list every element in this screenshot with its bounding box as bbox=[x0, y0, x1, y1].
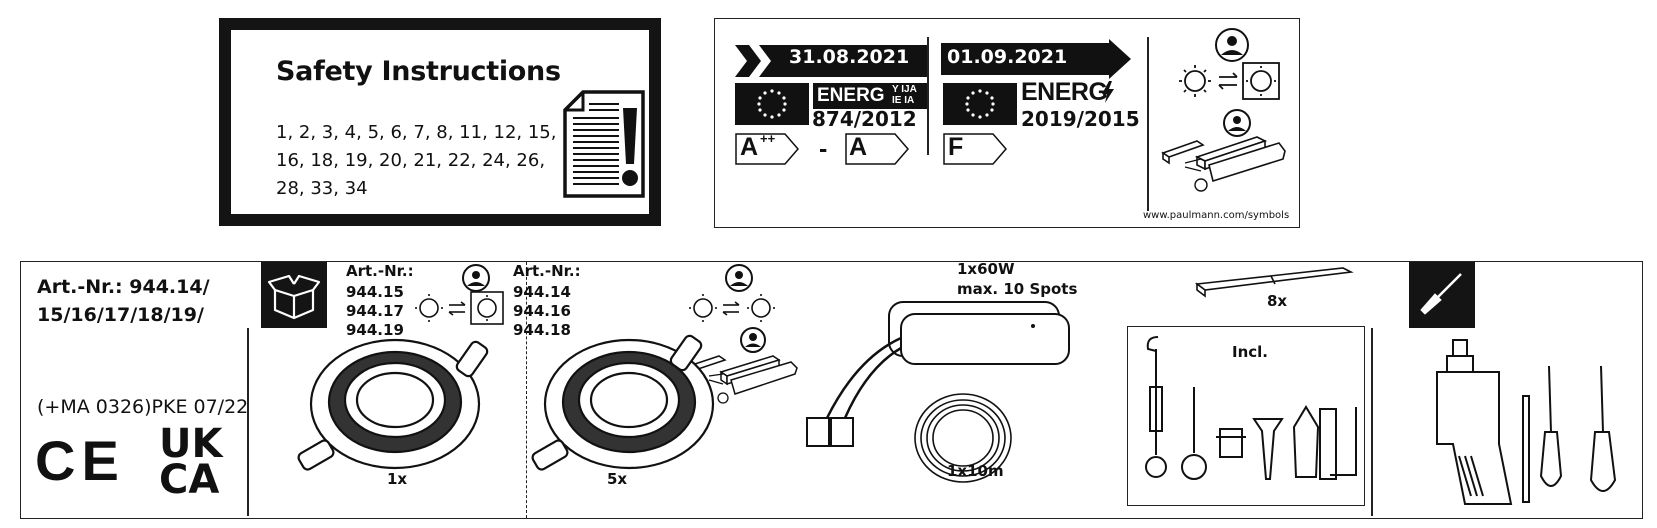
set1-art-number: 944.15 bbox=[346, 283, 404, 301]
included-label: Incl. bbox=[1232, 343, 1268, 361]
energy-label-box: 31.08.2021 ENERG Y IJA IE IA 874/2012 A … bbox=[714, 18, 1300, 228]
set1-qty: 1x bbox=[387, 470, 408, 488]
recessed-spot-icon bbox=[531, 334, 715, 471]
set2-art-label: Art.-Nr.: bbox=[513, 262, 581, 280]
class-from-sup: ++ bbox=[760, 131, 776, 146]
set1-art-label: Art.-Nr.: bbox=[346, 262, 414, 280]
ukca-top: UK bbox=[159, 421, 223, 467]
class-dash: - bbox=[819, 135, 828, 163]
lamp-exchange-icon bbox=[689, 264, 775, 322]
drill-icon bbox=[1436, 339, 1617, 505]
old-label-date: 31.08.2021 bbox=[789, 46, 910, 68]
set1-art-number: 944.19 bbox=[346, 321, 404, 339]
new-energ-label: ENERG bbox=[1021, 78, 1108, 106]
product-code: (+MA 0326)PKE 07/22 bbox=[37, 396, 249, 418]
set2-art-number: 944.14 bbox=[513, 283, 571, 301]
arrow-right-icon bbox=[735, 45, 927, 77]
eu-flag-icon bbox=[735, 83, 809, 125]
divider bbox=[247, 328, 249, 516]
mounting-clip-icon bbox=[1194, 267, 1354, 298]
old-energ-label: ENERG bbox=[817, 85, 885, 106]
class-arrow-box bbox=[943, 133, 1007, 165]
safety-title: Safety Instructions bbox=[276, 56, 561, 87]
class-from-base: A bbox=[740, 133, 759, 161]
driver-connector-icon bbox=[687, 327, 798, 404]
recessed-spot-icon bbox=[297, 338, 489, 471]
hardware-set-icon bbox=[1145, 336, 1357, 480]
set2-art-number: 944.16 bbox=[513, 302, 571, 320]
product-info-box: Art.-Nr.: 944.14/ 15/16/17/18/19/ (+MA 0… bbox=[20, 260, 1643, 519]
eu-flag-icon bbox=[943, 83, 1017, 125]
divider bbox=[927, 37, 929, 155]
new-label-date: 01.09.2021 bbox=[947, 46, 1068, 68]
ukca-mark: UK CA bbox=[159, 421, 223, 503]
old-regulation: 874/2012 bbox=[812, 107, 917, 131]
energ-sub-top: Y IJA bbox=[892, 84, 917, 95]
document-warning-icon bbox=[563, 90, 645, 198]
led-driver-icon bbox=[806, 301, 1070, 483]
driver-spots: max. 10 Spots bbox=[957, 280, 1078, 298]
included-hardware-box: Incl. bbox=[1127, 326, 1365, 506]
class-arrow-box bbox=[735, 133, 799, 165]
safety-line-2: 16, 18, 19, 20, 21, 22, 24, 26, bbox=[276, 150, 546, 171]
divider bbox=[1147, 37, 1149, 211]
lamp-exchange-icon bbox=[1179, 28, 1280, 100]
driver-power: 1x60W bbox=[957, 260, 1015, 278]
old-energy-header: ENERG Y IJA IE IA bbox=[735, 83, 927, 125]
new-regulation: 2019/2015 bbox=[1021, 107, 1140, 131]
new-class: F bbox=[948, 133, 964, 161]
lamp-exchange-icon bbox=[415, 264, 504, 325]
art-nr-title-2: 15/16/17/18/19/ bbox=[37, 304, 204, 326]
cable-length: 1x10m bbox=[947, 462, 1004, 480]
safety-line-1: 1, 2, 3, 4, 5, 6, 7, 8, 11, 12, 15, bbox=[276, 122, 557, 143]
clips-qty: 8x bbox=[1267, 292, 1288, 310]
screwdriver-icon bbox=[1409, 262, 1475, 328]
safety-line-3: 28, 33, 34 bbox=[276, 178, 368, 199]
ukca-bottom: CA bbox=[159, 457, 220, 503]
class-to: A bbox=[849, 133, 868, 161]
art-nr-title: Art.-Nr.: 944.14/ bbox=[37, 276, 210, 298]
package-icon bbox=[261, 262, 327, 328]
symbols-url[interactable]: www.paulmann.com/symbols bbox=[1143, 210, 1290, 221]
safety-instructions-box: Safety Instructions 1, 2, 3, 4, 5, 6, 7,… bbox=[219, 18, 661, 226]
dashed-divider bbox=[526, 262, 527, 518]
ce-mark: CE bbox=[35, 429, 125, 492]
energ-sub-bottom: IE IA bbox=[892, 95, 915, 106]
arrow-right-icon bbox=[941, 39, 1131, 79]
set2-art-number: 944.18 bbox=[513, 321, 571, 339]
lightning-icon bbox=[1102, 81, 1114, 103]
driver-connector-icon bbox=[1161, 109, 1286, 192]
class-arrow-box bbox=[845, 133, 909, 165]
set2-qty: 5x bbox=[607, 470, 628, 488]
set1-art-number: 944.17 bbox=[346, 302, 404, 320]
divider bbox=[1371, 328, 1373, 516]
